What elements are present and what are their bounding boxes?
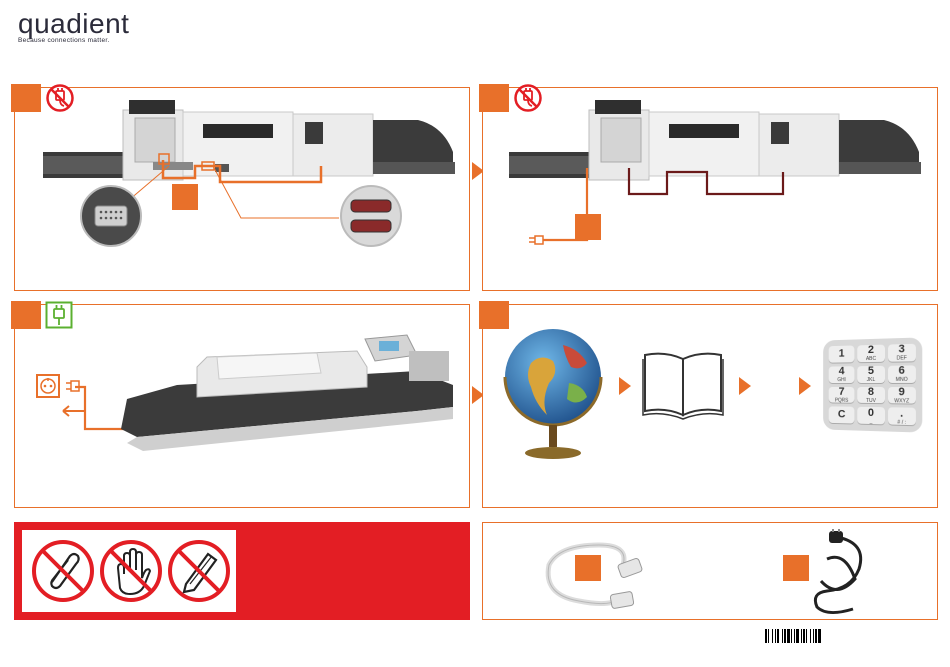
keypad-key: 0_ <box>858 407 885 425</box>
no-pen-icon <box>166 538 232 604</box>
book-icon <box>641 349 725 421</box>
keypad-key-letters: GHI <box>837 378 845 383</box>
step-panel-1 <box>14 87 470 291</box>
step-panel-2 <box>482 87 938 291</box>
plug-icon <box>45 301 73 329</box>
barcode-bar <box>821 629 822 643</box>
warning-icons-box <box>22 530 236 612</box>
keypad-key-letters: WXYZ <box>894 399 909 404</box>
keypad-key-digit: 8 <box>868 387 874 398</box>
keypad-key-letters: JKL <box>867 378 876 383</box>
zoom-serial-ports <box>211 164 407 250</box>
keypad-key-digit: 1 <box>839 349 845 360</box>
cable-badge-power <box>783 555 809 581</box>
barcode <box>765 629 851 643</box>
keypad-key-digit: C <box>838 410 846 421</box>
keypad-key: 1 <box>829 345 855 363</box>
no-hand-icon <box>98 538 164 604</box>
step-panel-3 <box>14 304 470 508</box>
keypad-key-digit: 5 <box>868 366 874 377</box>
keypad-key-digit: 6 <box>899 366 905 377</box>
keypad-key-letters: _ <box>870 420 873 425</box>
warning-bar <box>14 522 470 620</box>
keypad-key-digit: 7 <box>839 387 845 398</box>
machine-front-view <box>117 327 457 457</box>
flow-arrow-to-keypad <box>799 377 811 395</box>
keypad-key-letters: TUV <box>866 399 876 404</box>
keypad-key-letters: MNO <box>896 378 908 383</box>
keypad-key-digit: 3 <box>899 344 905 355</box>
cable-routing-2 <box>623 158 803 202</box>
keypad-key: 3DEF <box>888 344 916 363</box>
power-cord-icon <box>797 529 883 619</box>
no-paperclip-icon <box>30 538 96 604</box>
zoom-vga-port <box>79 160 189 250</box>
cable-badge-serial <box>575 555 601 581</box>
step-badge-3 <box>11 301 41 329</box>
brand-name: quadient <box>18 8 138 40</box>
keypad-key-digit: 4 <box>839 366 845 377</box>
keypad-key-digit: 9 <box>899 387 905 398</box>
step-badge-1 <box>11 84 41 112</box>
keypad-key-letters: DEF <box>897 357 907 362</box>
keypad-key: .# / : <box>888 408 916 427</box>
cables-panel <box>482 522 938 620</box>
keypad-key: C <box>829 407 855 425</box>
keypad-key-letters: # / : <box>897 420 906 425</box>
flow-arrow-globe-book <box>619 377 631 395</box>
globe-icon <box>501 323 611 463</box>
keypad-key-letters: PQRS <box>835 399 848 404</box>
flow-arrow-book-blank <box>739 377 751 395</box>
keypad-key-letters: ABC <box>866 357 876 362</box>
step-badge-2 <box>479 84 509 112</box>
connector-badge-2 <box>575 214 601 240</box>
keypad-key-digit: 2 <box>868 345 874 356</box>
keypad-key-digit: . <box>900 408 903 419</box>
keypad-key-digit: 0 <box>868 408 874 419</box>
brand-logo: quadient Because connections matter. <box>18 8 138 48</box>
power-cable-unplugged <box>527 166 597 256</box>
